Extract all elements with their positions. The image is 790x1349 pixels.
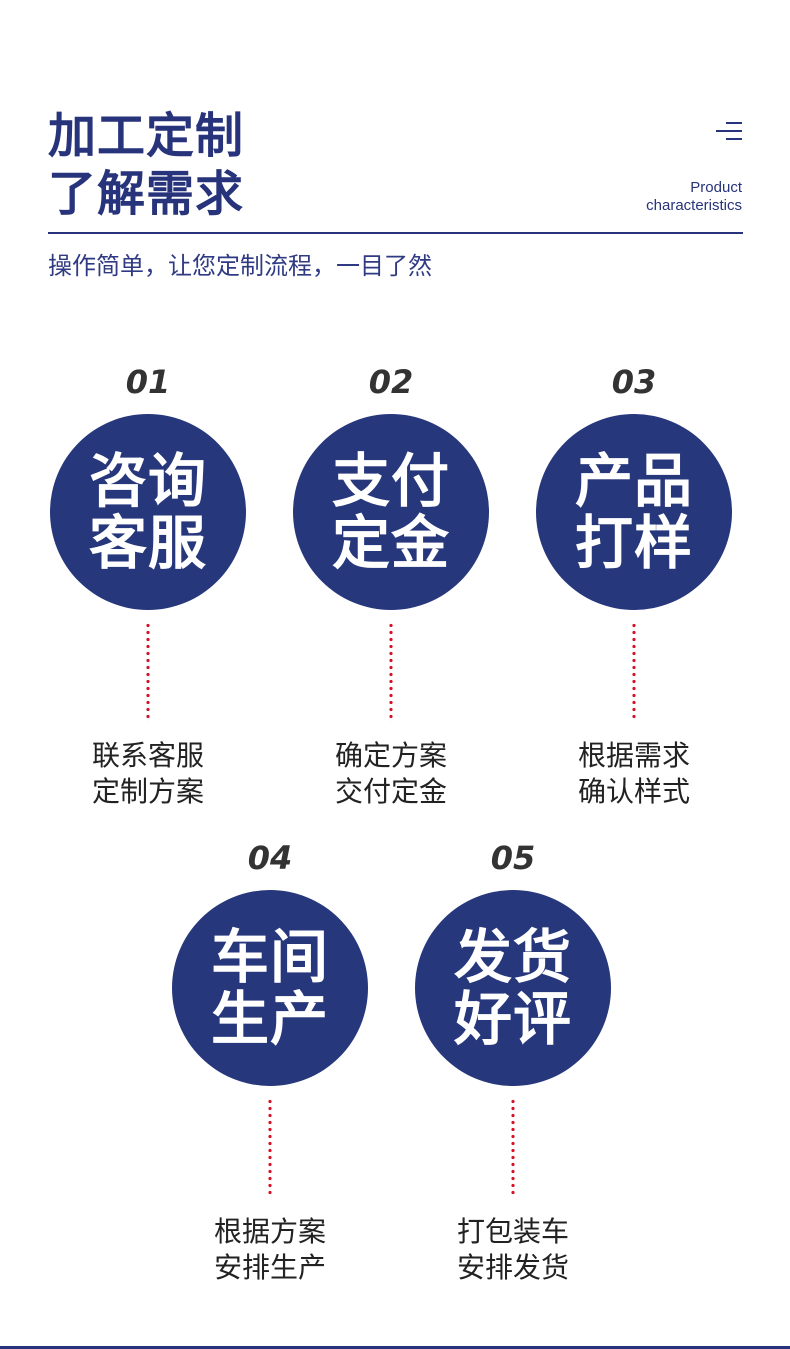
step-title-line-1: 支付 <box>331 447 450 515</box>
step-title-line-1: 咨询 <box>88 447 207 515</box>
step-circle: 支付 定金 <box>293 414 489 610</box>
footer-divider <box>0 1346 790 1349</box>
english-label-line-1: Product <box>690 179 742 196</box>
step-circle: 咨询 客服 <box>50 414 246 610</box>
step-title-line-2: 打样 <box>574 509 693 577</box>
step-circle: 车间 生产 <box>172 890 368 1086</box>
step-title-line-1: 发货 <box>453 923 572 991</box>
step-description: 确定方案 交付定金 <box>291 738 491 810</box>
step-description: 打包装车 安排发货 <box>413 1214 613 1286</box>
step-desc-line-2: 交付定金 <box>334 775 447 808</box>
dotted-connector <box>389 622 393 722</box>
dotted-connector <box>511 1098 515 1198</box>
step-desc-line-1: 打包装车 <box>456 1215 569 1248</box>
dotted-connector <box>268 1098 272 1198</box>
english-label-line-2: characteristics <box>646 197 742 214</box>
step-desc-line-1: 根据方案 <box>213 1215 326 1248</box>
header-divider <box>48 232 743 234</box>
menu-lines-icon <box>716 122 742 140</box>
step-description: 根据需求 确认样式 <box>534 738 734 810</box>
step-description: 联系客服 定制方案 <box>48 738 248 810</box>
page-title-line-2: 了解需求 <box>48 166 245 222</box>
step-number: 01 <box>125 363 171 401</box>
step-desc-line-1: 根据需求 <box>577 739 690 772</box>
page-title-line-1: 加工定制 <box>48 108 245 164</box>
step-circle: 发货 好评 <box>415 890 611 1086</box>
step-desc-line-1: 确定方案 <box>334 739 447 772</box>
step-desc-line-2: 确认样式 <box>577 775 690 808</box>
step-desc-line-2: 安排生产 <box>213 1251 326 1284</box>
step-desc-line-1: 联系客服 <box>91 739 204 772</box>
step-number: 04 <box>247 839 293 877</box>
step-desc-line-2: 定制方案 <box>91 775 204 808</box>
step-title-line-2: 客服 <box>88 509 207 577</box>
page-subtitle: 操作简单，让您定制流程，一目了然 <box>48 252 432 280</box>
dotted-connector <box>146 622 150 722</box>
step-number: 05 <box>490 839 536 877</box>
step-description: 根据方案 安排生产 <box>170 1214 370 1286</box>
dotted-connector <box>632 622 636 722</box>
step-desc-line-2: 安排发货 <box>456 1251 569 1284</box>
step-circle: 产品 打样 <box>536 414 732 610</box>
step-title-line-2: 好评 <box>453 985 572 1053</box>
step-title-line-1: 车间 <box>210 923 329 991</box>
step-number: 02 <box>368 363 414 401</box>
step-number: 03 <box>611 363 657 401</box>
step-title-line-2: 定金 <box>331 509 450 577</box>
step-title-line-1: 产品 <box>574 447 693 515</box>
step-title-line-2: 生产 <box>210 985 329 1053</box>
